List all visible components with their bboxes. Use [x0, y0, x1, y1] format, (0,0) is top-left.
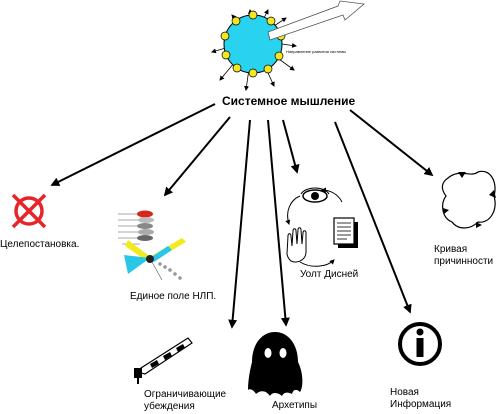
system-circle-icon [211, 0, 365, 91]
node-walt-disney: Уолт Дисней [300, 269, 359, 280]
node-archetypes: Архетипы [272, 400, 318, 411]
node-causality-curve: Кривая причинности [434, 244, 494, 267]
causality-curve-icon [441, 170, 496, 229]
information-icon [398, 322, 442, 366]
diagram-title: Системное мышление [222, 94, 356, 108]
disney-cycle-icon [285, 187, 358, 267]
connector-arrows [50, 103, 434, 329]
target-icon [11, 193, 47, 229]
node-limiting-beliefs: Ограничивающие убеждения [144, 389, 227, 412]
node-new-information: Новая Информация [390, 387, 452, 410]
node-goal-setting: Целепостановка. [0, 239, 80, 250]
nlp-field-icon [118, 210, 186, 281]
archetype-ghost-icon [248, 332, 303, 396]
system-direction-label: Направление развития системы [286, 49, 346, 54]
barrier-icon [134, 337, 193, 384]
node-nlp-field: Единое поле НЛП. [130, 291, 217, 302]
